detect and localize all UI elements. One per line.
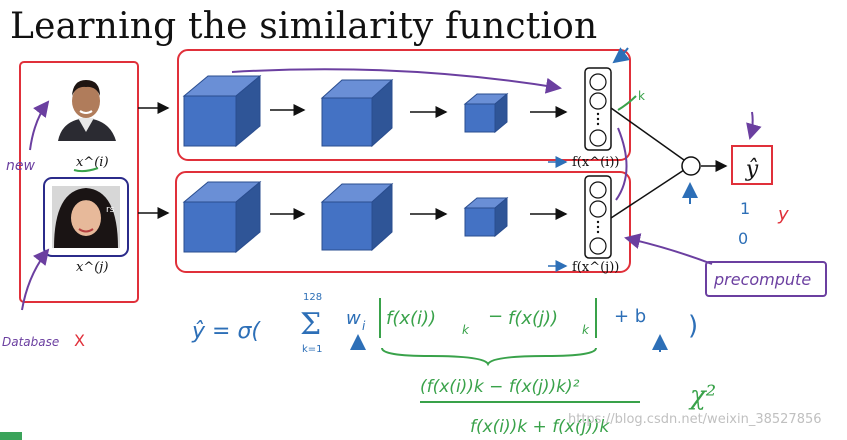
encoding-label-bottom: f(x^(j)) [572,260,619,275]
corner-mark [0,432,22,440]
formula-weight-sub: i [362,319,366,333]
database-box [43,177,129,257]
annotation-k: k [638,89,645,103]
purple-arrow-precompute [624,233,713,265]
input-label-top: x^(i) [76,155,109,170]
annotation-y: y [777,204,789,225]
formula-sum-symbol: Σ [300,307,321,342]
formula-term-a: f(x(i)) [386,308,436,329]
svg-text:rs: rs [106,205,115,215]
top-conv-layer-1 [182,74,262,148]
purple-arrow-new [29,100,50,151]
encoding-vector-bottom [584,175,612,259]
bottom-conv-layer-3 [463,196,509,238]
purple-bracket-connect [615,127,628,201]
output-label: ŷ [745,157,759,182]
annotation-one: 1 [740,199,750,218]
line-bottom-to-node [610,169,685,219]
formula-lhs: ŷ = σ( [191,319,261,344]
line-top-to-node [610,107,685,161]
precompute-box [705,261,827,297]
encoding-vector-top [584,67,612,151]
top-network-frame [177,49,631,161]
formula-weight: w [346,308,361,329]
annotation-x-mark: X [74,331,85,350]
slide-title: Learning the similarity function [10,6,598,47]
green-arrow-k [617,95,637,111]
formula-close: ) [688,311,698,341]
photo-woman-icon: rs [52,186,120,248]
annotation-chi-square: χ² [688,381,716,411]
photo-man-icon [52,77,120,141]
annotation-new: new [6,158,35,174]
purple-arrow-database [21,248,50,311]
formula-minus: − [488,306,503,327]
formula-sum-upper: 128 [303,292,322,303]
formula-plus-b: + b [614,306,646,327]
purple-arrow-vector-top [612,47,630,64]
logistic-unit-node [681,156,701,176]
formula-term-b-sub: k [582,323,590,337]
formula-term-a-sub: k [462,323,470,337]
output-box [731,145,773,185]
encoding-label-top: f(x^(i)) [572,155,619,170]
formula-chi-denominator: f(x(i))k + f(x(j))k [470,417,610,437]
input-column-frame [19,61,139,303]
top-conv-layer-3 [463,92,509,134]
green-underline-annotation [73,167,99,173]
watermark-url: https://blog.csdn.net/weixin_38527856 [568,412,822,427]
purple-arrow-to-output [746,111,762,140]
formula-chi-numerator: (f(x(i))k − f(x(j))k)² [420,377,580,397]
bottom-conv-layer-2 [320,182,394,252]
formula-brace [381,347,597,367]
top-conv-layer-2 [320,78,394,148]
formula-term-b: f(x(j)) [508,308,558,329]
input-label-bottom: x^(j) [76,260,108,275]
bottom-conv-layer-1 [182,180,262,254]
annotation-zero: 0 [738,229,748,248]
formula-sum-lower: k=1 [302,344,323,355]
annotation-precompute: precompute [713,270,811,289]
bottom-network-frame [175,171,631,273]
annotation-database: Database [2,335,59,349]
purple-arc-top [231,68,562,94]
